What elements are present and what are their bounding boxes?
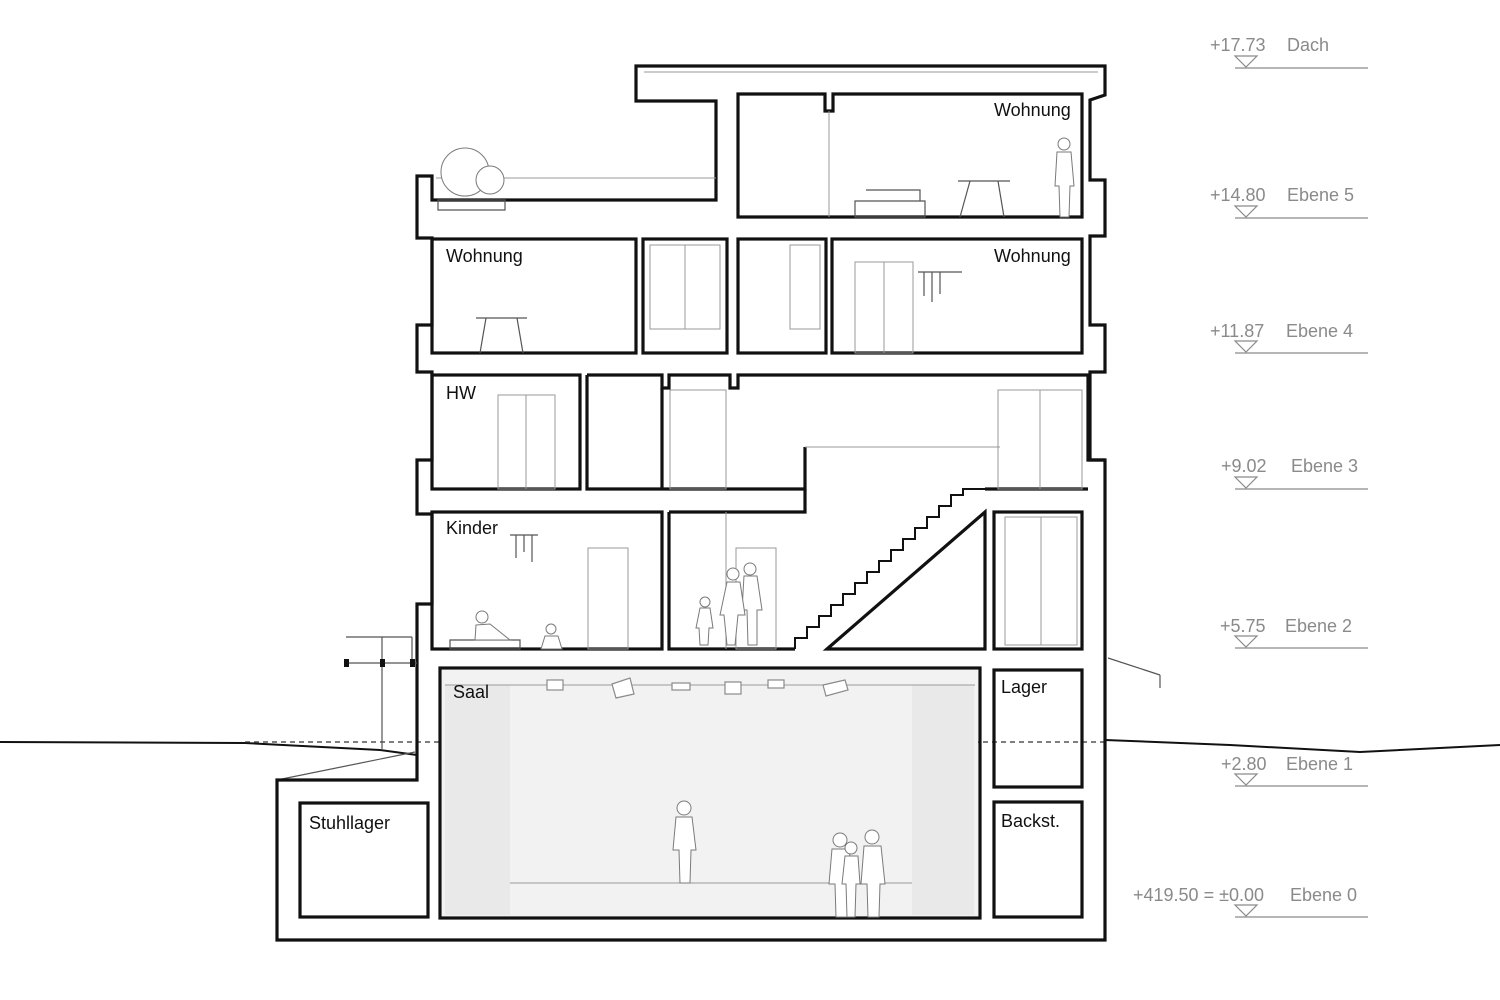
level-name-ebene0: Ebene 0: [1290, 885, 1357, 905]
stage-light-3: [671, 682, 691, 691]
room-stuhllager: [298, 801, 430, 919]
level-name-ebene5: Ebene 5: [1287, 185, 1354, 205]
room-level4-corridor: [736, 237, 828, 355]
saal-fill: [442, 670, 978, 917]
room-level3-stair-core: [585, 373, 1105, 491]
level-marker-ebene5: +14.80 Ebene 5: [1210, 185, 1368, 219]
room-label-saal: Saal: [453, 682, 489, 702]
door-level4-corridor: [789, 244, 821, 330]
staircase: [794, 488, 985, 649]
level-name-ebene3: Ebene 3: [1291, 456, 1358, 476]
room-label-kinder: Kinder: [446, 518, 498, 538]
room-saal: [438, 666, 982, 920]
stair-triangle: [822, 508, 987, 651]
persons-icon-saal: [828, 829, 886, 918]
level-triangle-icon: [1233, 476, 1259, 489]
mobile-lamp: [510, 534, 538, 562]
saal-curtain-right: [912, 685, 974, 915]
basement-ramp: [276, 751, 416, 781]
room-label-wohnung-right: Wohnung: [994, 246, 1071, 266]
stage-light-4: [724, 681, 742, 695]
ground-line: [0, 741, 418, 756]
room-backst: [992, 800, 1084, 919]
stage-light-6: [822, 679, 849, 697]
level-elevation-ebene1: +2.80: [1221, 754, 1267, 774]
level-elevation-dach: +17.73: [1210, 35, 1266, 55]
tree-icon-2: [475, 165, 505, 195]
level-triangle-icon: [1233, 340, 1259, 353]
level-triangle-icon: [1233, 205, 1259, 218]
level-elevation-ebene5: +14.80: [1210, 185, 1266, 205]
level-triangle-icon: [1233, 635, 1259, 648]
level-name-dach: Dach: [1287, 35, 1329, 55]
level-name-ebene4: Ebene 4: [1286, 321, 1353, 341]
stage-light-5: [767, 679, 785, 689]
room-label-wohnung-top: Wohnung: [994, 100, 1071, 120]
level-elevation-ebene2: +5.75: [1220, 616, 1266, 636]
room-level5-left: [736, 92, 1084, 219]
level-elevation-ebene4: +11.87: [1210, 321, 1264, 341]
level-marker-ebene4: +11.87 Ebene 4: [1210, 321, 1368, 354]
level-marker-ebene1: +2.80 Ebene 1: [1221, 754, 1368, 787]
level-triangle-icon: [1233, 773, 1259, 786]
level-marker-dach: +17.73 Dach: [1210, 35, 1368, 69]
persons-icon-entrance: [695, 562, 763, 646]
exterior-canopy: [346, 636, 417, 750]
table-level4: [476, 317, 527, 354]
canopy-post-1: [344, 659, 349, 667]
sofa-level5: [854, 189, 926, 218]
room-lager: [992, 668, 1084, 789]
person-icon-saal-stage: [672, 800, 697, 884]
level-name-ebene1: Ebene 1: [1286, 754, 1353, 774]
coat-rack: [918, 271, 962, 302]
room-level2-right: [992, 510, 1084, 651]
table-level5: [958, 180, 1010, 218]
canopy-post-2: [380, 659, 385, 667]
building-outline: [275, 64, 1107, 942]
room-label-backst: Backst.: [1001, 811, 1060, 831]
room-label-wohnung-left: Wohnung: [446, 246, 523, 266]
planter-terrace: [437, 199, 506, 211]
level-triangle-icon: [1233, 904, 1259, 917]
room-label-lager: Lager: [1001, 677, 1047, 697]
saal-curtain-left: [445, 685, 510, 915]
room-label-hw: HW: [446, 383, 476, 403]
persons-icon-kinder: [474, 610, 563, 650]
level-elevation-ebene3: +9.02: [1221, 456, 1267, 476]
level-marker-ebene3: +9.02 Ebene 3: [1221, 456, 1368, 490]
door-level2-kinder: [587, 547, 629, 650]
level-marker-ebene2: +5.75 Ebene 2: [1220, 616, 1368, 649]
room-label-stuhllager: Stuhllager: [309, 813, 390, 833]
level-elevation-ebene0: +419.50 = ±0.00: [1133, 885, 1264, 905]
person-icon-level5: [1054, 137, 1075, 218]
stage-light-2: [611, 677, 635, 699]
level-marker-ebene0: +419.50 = ±0.00 Ebene 0: [1133, 885, 1368, 918]
door-level3-core: [669, 389, 727, 490]
ground-line-right: [1104, 739, 1500, 754]
room-level4-wohnung-left: [430, 237, 638, 355]
level-name-ebene2: Ebene 2: [1285, 616, 1352, 636]
room-level4-bath: [641, 237, 729, 355]
canopy-post-3: [410, 659, 415, 667]
stage-light-1: [546, 679, 564, 691]
level-triangle-icon: [1233, 55, 1259, 68]
room-level4-wohnung-right: [830, 237, 1084, 355]
exterior-ramp-right: [1107, 657, 1161, 676]
